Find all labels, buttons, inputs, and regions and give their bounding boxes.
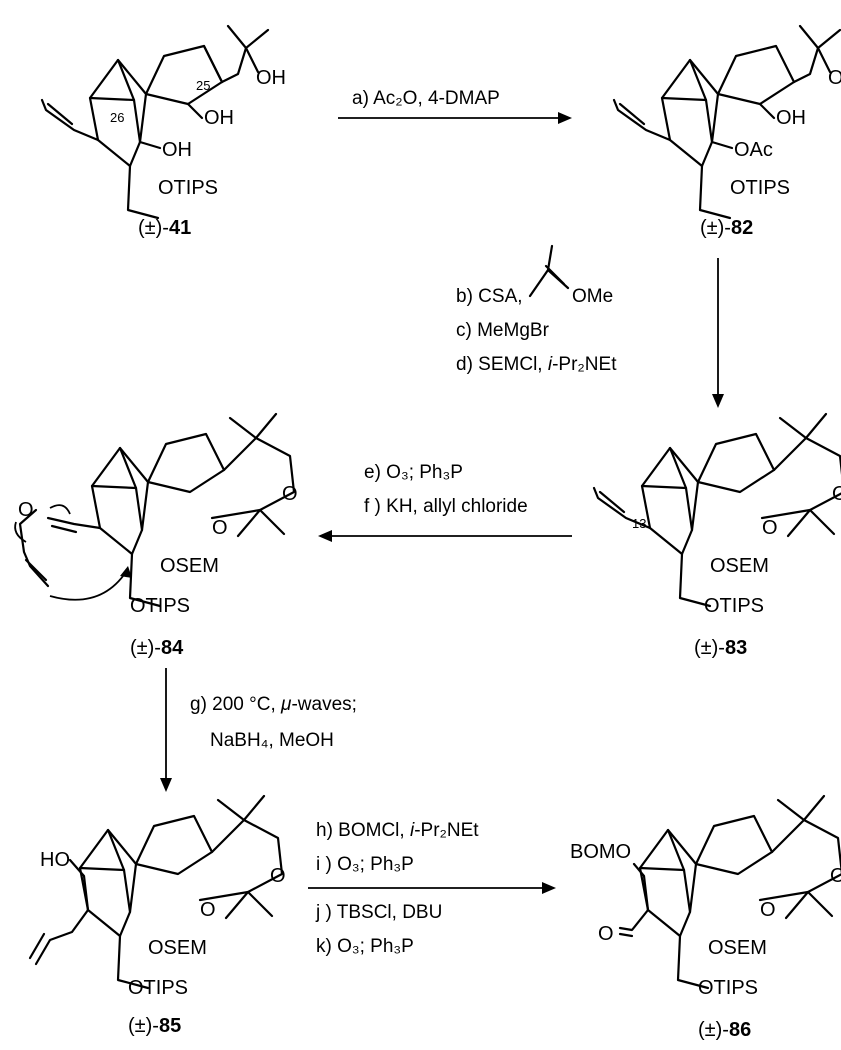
c86-bomo: BOMO xyxy=(570,841,631,863)
c85-ho: HO xyxy=(40,849,70,871)
c41-atom-26: 26 xyxy=(110,110,124,125)
c85-osem: OSEM xyxy=(148,937,207,959)
step-h: h) BOMCl, i-Pr₂NEt xyxy=(316,820,479,841)
c84-o2: O xyxy=(212,517,228,539)
step-e: e) O₃; Ph₃P xyxy=(364,462,463,483)
step-b: b) CSA, xyxy=(456,286,523,307)
c84-otips: OTIPS xyxy=(130,595,190,617)
c83-atom-13: 13 xyxy=(632,516,646,531)
c41-atom-25: 25 xyxy=(196,78,210,93)
step-a: a) Ac₂O, 4-DMAP xyxy=(352,88,500,109)
c85-o2: O xyxy=(200,899,216,921)
c84-arrow-3 xyxy=(49,571,127,601)
c86-otips: OTIPS xyxy=(698,977,758,999)
compound-41: OH OH OH 25 26 OTIPS (±)-41 xyxy=(40,24,286,239)
c85-otips: OTIPS xyxy=(128,977,188,999)
c84-o1: O xyxy=(282,483,298,505)
c83-osem: OSEM xyxy=(710,555,769,577)
compound-83: O O OSEM 13 OTIPS (±)-83 xyxy=(592,412,841,659)
arrow-g-head xyxy=(160,778,172,792)
step-i: i ) O₃; Ph₃P xyxy=(316,854,414,875)
c84-id: (±)-84 xyxy=(130,637,184,659)
c83-o1: O xyxy=(832,483,841,505)
c86-o2: O xyxy=(760,899,776,921)
c84-arrow-1 xyxy=(49,504,71,515)
c86-cho-o: O xyxy=(598,923,614,945)
compound-82: OH OH OAc OTIPS (±)-82 xyxy=(612,24,841,239)
c41-id: (±)-41 xyxy=(138,217,191,239)
c41-otips: OTIPS xyxy=(158,177,218,199)
step-g2: NaBH₄, MeOH xyxy=(210,730,334,751)
c41-oh-26: OH xyxy=(162,139,192,161)
step-b-reagent: OMe xyxy=(572,286,613,307)
step-c: c) MeMgBr xyxy=(456,320,550,341)
c86-id: (±)-86 xyxy=(698,1019,751,1041)
c41-oh-iso: OH xyxy=(256,67,286,89)
c83-o2: O xyxy=(762,517,778,539)
arrow-hk-head xyxy=(542,882,556,894)
arrow-a-head xyxy=(558,112,572,124)
c41-oh-25: OH xyxy=(204,107,234,129)
c86-osem: OSEM xyxy=(708,937,767,959)
compound-85: O O HO OSEM OTIPS (±)-85 xyxy=(28,794,286,1037)
c82-id: (±)-82 xyxy=(700,217,753,239)
step-f: f ) KH, allyl chloride xyxy=(364,496,528,517)
c83-id: (±)-83 xyxy=(694,637,747,659)
c85-o1: O xyxy=(270,865,286,887)
c82-otips: OTIPS xyxy=(730,177,790,199)
c84-arrow-3-head xyxy=(120,566,132,578)
arrow-ef-head xyxy=(318,530,332,542)
c82-oh: OH xyxy=(776,107,806,129)
compound-84: O O O OSEM OTIPS (±)-84 xyxy=(14,412,298,659)
c85-id: (±)-85 xyxy=(128,1015,181,1037)
compound-86: O O BOMO O OSEM OTIPS (±)-86 xyxy=(570,794,841,1041)
step-g1: g) 200 °C, μ-waves; xyxy=(190,694,357,715)
step-d: d) SEMCl, i-Pr₂NEt xyxy=(456,354,617,375)
c82-oac: OAc xyxy=(734,139,773,161)
step-k: k) O₃; Ph₃P xyxy=(316,936,414,957)
c84-o-enol: O xyxy=(18,499,34,521)
arrow-bcd-head xyxy=(712,394,724,408)
c84-arrow-2 xyxy=(14,521,27,543)
c83-otips: OTIPS xyxy=(704,595,764,617)
c84-osem: OSEM xyxy=(160,555,219,577)
c82-oh-iso: OH xyxy=(828,67,841,89)
enol-ether-reagent xyxy=(528,244,570,298)
step-j: j ) TBSCl, DBU xyxy=(315,902,442,923)
c86-o1: O xyxy=(830,865,841,887)
